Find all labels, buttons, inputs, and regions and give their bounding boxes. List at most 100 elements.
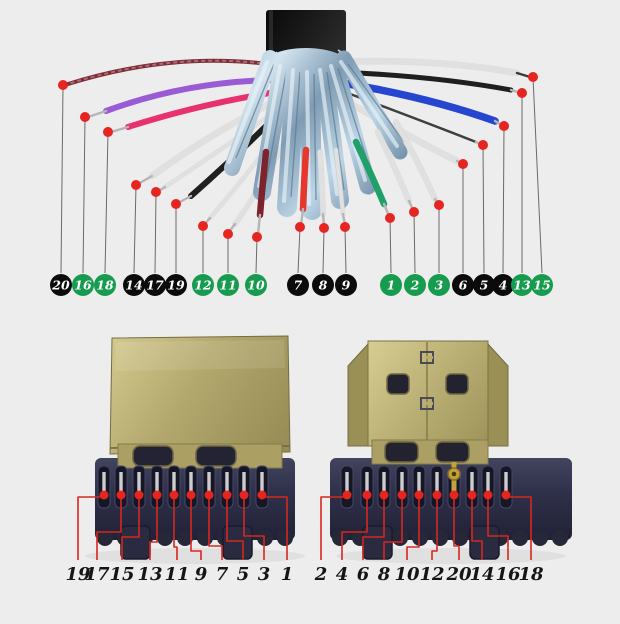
- base-scallop: [157, 530, 173, 546]
- pin-number: 13: [137, 564, 162, 585]
- pin-number: 1: [281, 564, 294, 585]
- wire-number-badge: [452, 274, 474, 296]
- routing-line: [362, 499, 385, 560]
- pin-number: 19: [65, 564, 91, 585]
- pin-number: 4: [336, 564, 349, 585]
- wire-number-badge: [165, 274, 187, 296]
- routing-line: [471, 499, 483, 560]
- pin-dot: [397, 490, 407, 500]
- routing-line: [341, 499, 368, 560]
- foil-highlight: [329, 64, 367, 182]
- routing-line: [190, 499, 202, 560]
- base-scallop: [412, 530, 428, 546]
- shell-hole: [445, 373, 469, 395]
- wire-number-badge: [192, 274, 214, 296]
- pin-number: 14: [469, 564, 494, 585]
- wire-9: [334, 148, 345, 216]
- wire-tip-dot: [198, 221, 208, 231]
- leader-line: [344, 226, 347, 274]
- wire-number-badge: [123, 274, 145, 296]
- pin-dot: [483, 490, 493, 500]
- wire-number-badge: [473, 274, 495, 296]
- wire-tip-dot: [80, 112, 90, 122]
- wire-3: [393, 119, 438, 202]
- wire-tip-dot: [171, 199, 181, 209]
- wire-number: 17: [146, 278, 164, 293]
- foil-crease: [265, 67, 288, 183]
- wire-number: 12: [194, 278, 212, 293]
- wire-number-badge: [380, 274, 402, 296]
- pin-number: 8: [377, 564, 391, 585]
- wire-number-badge: [404, 274, 426, 296]
- foil-bundle: [224, 48, 408, 220]
- pin-dot: [342, 490, 352, 500]
- routing-line: [243, 499, 265, 560]
- wire-number-badge: [335, 274, 357, 296]
- pin-number: 9: [195, 564, 208, 585]
- wire-number-badge: [72, 274, 94, 296]
- routing-line: [173, 499, 178, 560]
- routing-line: [262, 496, 288, 560]
- wire-shadow: [392, 118, 439, 203]
- routing-line: [487, 499, 509, 560]
- pin-dot: [204, 490, 214, 500]
- foil-highlight: [339, 60, 399, 148]
- routing-line: [226, 499, 244, 560]
- wire-15: [334, 58, 520, 76]
- wire-number: 10: [247, 278, 265, 293]
- pin-number: 18: [518, 564, 544, 585]
- wire-number: 1: [387, 278, 396, 293]
- leader-line: [297, 226, 301, 274]
- wire-number-badge: [531, 274, 553, 296]
- pin-dot: [134, 490, 144, 500]
- pin-dot: [99, 490, 109, 500]
- pin-number: 12: [419, 564, 444, 585]
- latch-window: [195, 445, 237, 467]
- pin-number: 16: [495, 564, 521, 585]
- routing-line: [96, 499, 122, 560]
- base-scallop: [257, 530, 273, 546]
- routing-line: [506, 496, 532, 560]
- shell-hole: [386, 373, 410, 395]
- gold-plate: [109, 335, 291, 455]
- wire-number: 8: [319, 278, 328, 293]
- wire-number-badge: [50, 274, 72, 296]
- wire-tip-dot: [103, 127, 113, 137]
- connector-back-view: [85, 335, 305, 564]
- wire-tip-dot: [478, 140, 488, 150]
- wire-tip-dot: [58, 80, 68, 90]
- wire-number-badge: [492, 274, 514, 296]
- routing-line: [208, 499, 223, 560]
- wire-number: 5: [480, 278, 489, 293]
- wire-tip-dot: [319, 223, 329, 233]
- pin-number: 7: [216, 564, 229, 585]
- wire-tip-dot: [223, 229, 233, 239]
- foil-highlight: [318, 68, 339, 196]
- pin-dot: [186, 490, 196, 500]
- wire-number-badge: [428, 274, 450, 296]
- foil-crease: [347, 63, 405, 143]
- wire-tip-dot: [528, 72, 538, 82]
- foil-highlight: [227, 60, 269, 164]
- pin-dot: [116, 490, 126, 500]
- base-scallop: [177, 530, 193, 546]
- base-scallop: [512, 530, 528, 546]
- base-scallop: [532, 530, 548, 546]
- pin-dot: [169, 490, 179, 500]
- leader-line: [82, 116, 86, 274]
- routing-line: [406, 499, 420, 560]
- wire-number-badge: [511, 274, 533, 296]
- pin-dot: [432, 490, 442, 500]
- wire-number-badge: [312, 274, 334, 296]
- wire-number: 11: [219, 278, 236, 293]
- base-scallop: [97, 530, 113, 546]
- leader-line: [322, 227, 325, 274]
- stripped-tip: [515, 71, 532, 79]
- wire-tip-dot: [340, 222, 350, 232]
- leader-line: [389, 217, 392, 274]
- wire-7: [299, 146, 310, 213]
- base-scallop: [432, 530, 448, 546]
- wire-number: 15: [533, 278, 550, 293]
- wire-number-badge: [144, 274, 166, 296]
